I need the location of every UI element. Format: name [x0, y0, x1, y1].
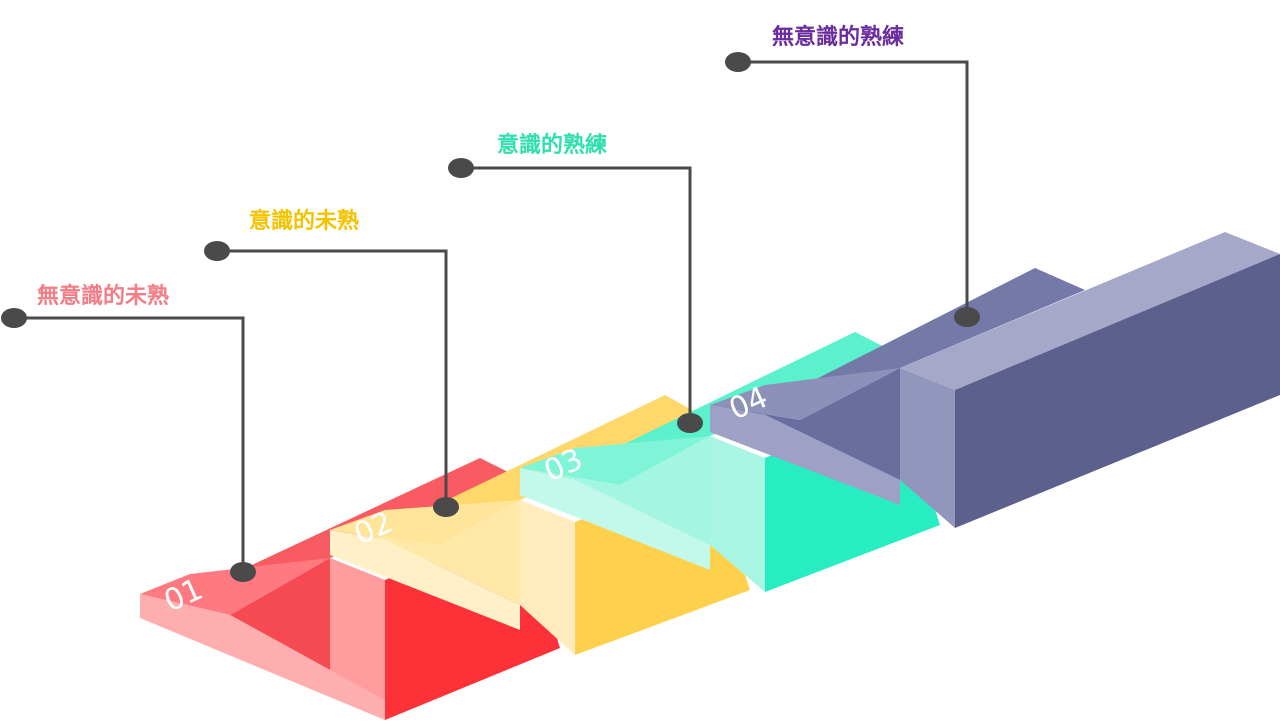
step-04-block: [710, 232, 1280, 528]
callout-02-start-dot: [204, 241, 230, 261]
callout-04-start-dot: [725, 52, 751, 72]
step-04-label: 無意識的熟練: [772, 24, 904, 50]
callout-03: [448, 158, 703, 433]
callout-01: [1, 308, 256, 582]
callout-04-end-dot: [954, 307, 980, 327]
callout-02: [204, 241, 459, 517]
step-03-label: 意識的熟練: [497, 132, 607, 158]
callout-01-start-dot: [1, 308, 27, 328]
step-02-label: 意識的未熟: [249, 208, 359, 234]
callout-02-end-dot: [433, 497, 459, 517]
callout-04: [725, 52, 980, 327]
step-01-label: 無意識的未熟: [37, 283, 169, 309]
callout-03-end-dot: [677, 413, 703, 433]
callout-01-end-dot: [230, 562, 256, 582]
callout-03-start-dot: [448, 158, 474, 178]
